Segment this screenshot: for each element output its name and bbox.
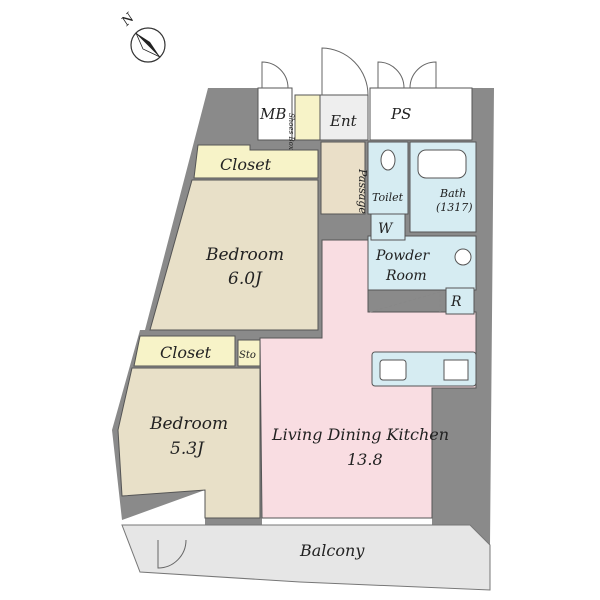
ps-door-left-icon	[377, 61, 405, 89]
fridge-outline	[369, 291, 441, 313]
washer-space	[370, 213, 406, 241]
closet-1	[193, 144, 319, 179]
bathtub-icon	[417, 149, 467, 179]
mb-label: MB	[259, 105, 286, 123]
ldk-name-label: Living Dining Kitchen	[271, 425, 449, 444]
shoe-box-label: Shoes Box	[287, 113, 295, 150]
bath-name-label: Bath	[439, 187, 466, 200]
bath-size-label: (1317)	[436, 201, 473, 214]
sink-icon	[454, 248, 472, 266]
entrance-label: Ent	[329, 112, 358, 130]
ldk-size-label: 13.8	[347, 450, 383, 469]
entrance-area	[319, 94, 369, 141]
storage-label: Sto	[239, 350, 256, 361]
bedroom-1	[149, 179, 319, 331]
refrigerator-space	[445, 287, 475, 315]
storage	[237, 339, 261, 367]
mb-door-icon	[261, 61, 289, 89]
stove-icon	[443, 359, 469, 381]
balcony-door-icon	[157, 539, 187, 569]
powder-room-label-line1: Powder	[375, 248, 431, 264]
bedroom-1-name-label: Bedroom	[205, 245, 284, 265]
washer-label: W	[378, 221, 394, 237]
closet-2-label: Closet	[160, 343, 212, 362]
balcony	[121, 524, 491, 591]
toilet-label: Toilet	[372, 191, 404, 204]
bedroom-2-size-label: 5.3J	[170, 439, 205, 459]
living-dining-kitchen	[259, 239, 477, 519]
balcony-label: Balcony	[299, 541, 365, 560]
compass-north-label: N	[118, 10, 138, 30]
bedroom-1-size-label: 6.0J	[228, 269, 263, 289]
mb-room	[257, 87, 293, 141]
passage-label: Passage	[356, 168, 369, 214]
toilet-icon	[380, 149, 396, 171]
passage	[320, 141, 366, 215]
ps-room	[369, 87, 473, 141]
compass-icon: N	[118, 10, 166, 63]
kitchen-sink-icon	[379, 359, 407, 381]
closet-1-label: Closet	[220, 155, 272, 174]
entrance-door-icon	[321, 47, 369, 96]
closet-2	[133, 335, 236, 367]
bedroom-2	[117, 367, 261, 519]
ps-door-right-icon	[409, 61, 437, 89]
bedroom-2-name-label: Bedroom	[149, 414, 228, 434]
powder-room-label-line2: Room	[385, 268, 427, 284]
ps-label: PS	[390, 105, 411, 123]
refrigerator-label: R	[450, 294, 462, 310]
shoe-box	[294, 94, 321, 141]
